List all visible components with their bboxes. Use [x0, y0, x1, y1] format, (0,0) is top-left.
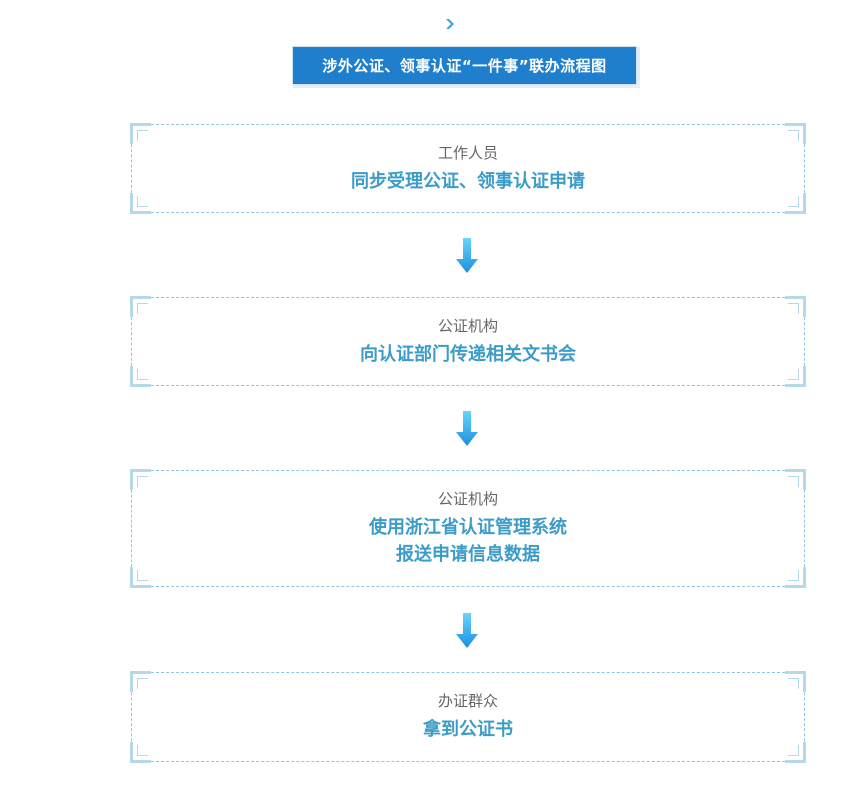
corner-decoration — [785, 123, 806, 144]
arrow-down-icon — [456, 411, 478, 446]
step-actor: 办证群众 — [437, 692, 498, 710]
step-action: 同步受理公证、领事认证申请 — [351, 170, 585, 192]
flowchart-title: 涉外公证、领事认证“一件事”联办流程图 — [322, 57, 607, 75]
corner-decoration — [785, 193, 806, 214]
corner-decoration — [785, 366, 806, 387]
corner-decoration — [785, 296, 806, 317]
step-action: 报送申请信息数据 — [396, 544, 540, 565]
flowchart-title-banner: 涉外公证、领事认证“一件事”联办流程图 — [293, 47, 636, 84]
corner-decoration — [785, 469, 806, 490]
corner-decoration — [785, 742, 806, 763]
step-box-1: 工作人员 同步受理公证、领事认证申请 — [130, 123, 806, 214]
step-action: 向认证部门传递相关文书会 — [360, 343, 576, 365]
corner-decoration — [130, 567, 151, 588]
step-box-2: 公证机构 向认证部门传递相关文书会 — [130, 296, 806, 387]
corner-decoration — [785, 671, 806, 692]
step-action: 拿到公证书 — [423, 719, 513, 740]
corner-decoration — [130, 296, 151, 317]
corner-decoration — [130, 366, 151, 387]
corner-decoration — [130, 193, 151, 214]
corner-decoration — [130, 742, 151, 763]
step-box-4: 办证群众 拿到公证书 — [130, 671, 806, 763]
step-actor: 工作人员 — [437, 143, 498, 162]
step-action: 使用浙江省认证管理系统 — [369, 517, 567, 538]
arrow-down-icon — [456, 238, 478, 273]
step-actor: 公证机构 — [437, 490, 498, 508]
step-box-3: 公证机构 使用浙江省认证管理系统 报送申请信息数据 — [130, 469, 806, 588]
corner-decoration — [130, 469, 151, 490]
corner-decoration — [130, 671, 151, 692]
corner-decoration — [785, 567, 806, 588]
step-actor: 公证机构 — [437, 316, 498, 335]
chevron-right-icon — [446, 19, 454, 29]
arrow-down-icon — [456, 613, 478, 648]
corner-decoration — [130, 123, 151, 144]
